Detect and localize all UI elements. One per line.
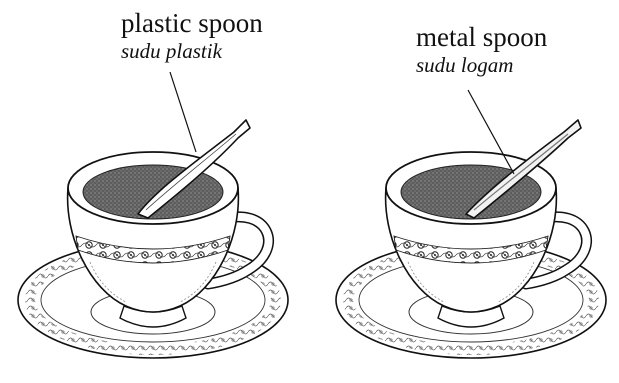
label-metal-spoon-en: metal spoon bbox=[416, 24, 547, 51]
leader-line-plastic bbox=[170, 72, 196, 152]
cup-plastic-spoon bbox=[18, 120, 288, 358]
label-plastic-spoon: plastic spoon sudu plastik bbox=[121, 10, 263, 62]
label-metal-spoon: metal spoon sudu logam bbox=[416, 24, 547, 76]
label-plastic-spoon-en: plastic spoon bbox=[121, 10, 263, 37]
cup-metal-spoon bbox=[336, 120, 606, 358]
label-plastic-spoon-ms: sudu plastik bbox=[121, 41, 263, 62]
label-metal-spoon-ms: sudu logam bbox=[416, 55, 547, 76]
